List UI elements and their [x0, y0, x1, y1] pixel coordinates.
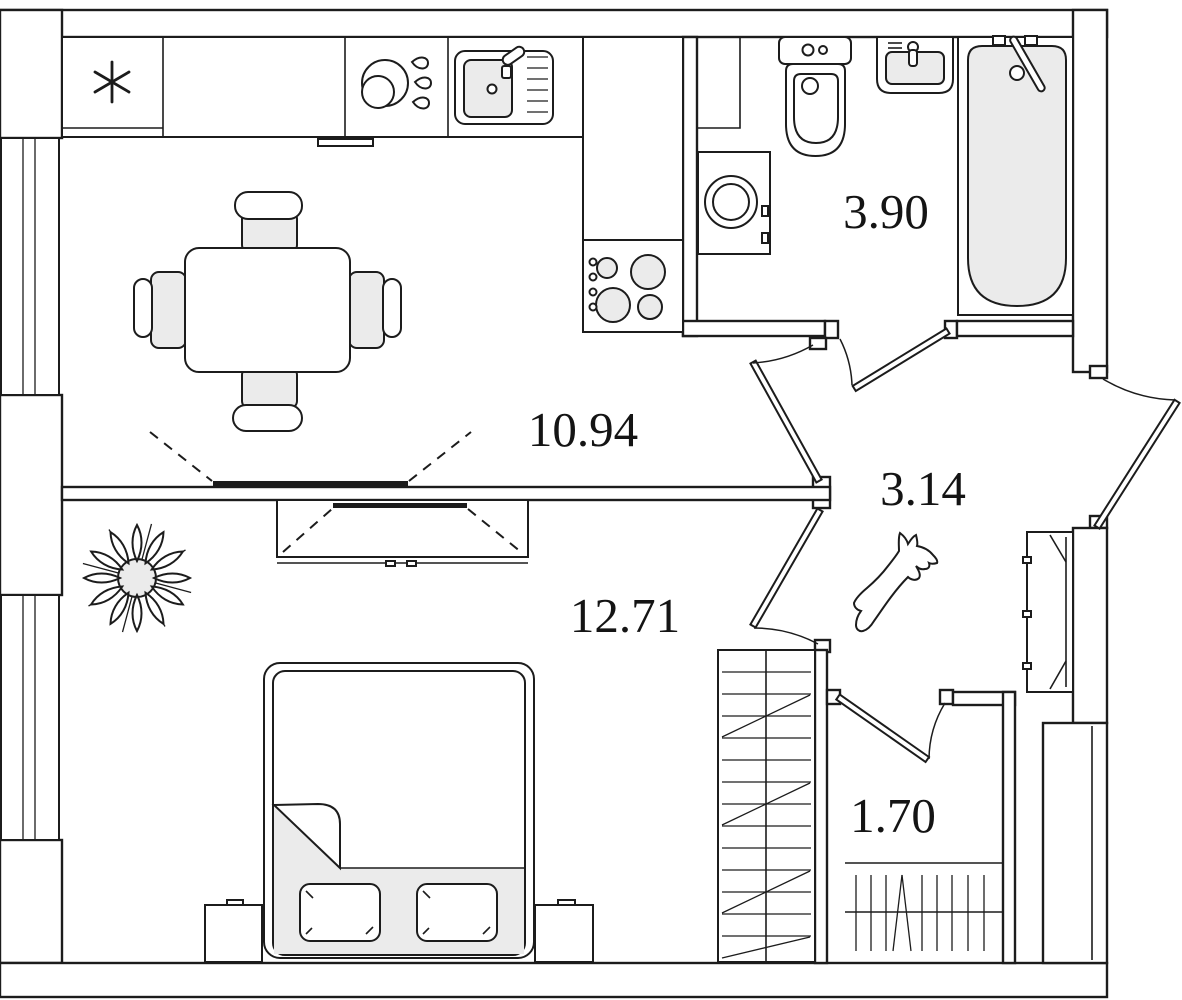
window-icon	[0, 137, 60, 396]
nightstand-icon	[534, 899, 594, 963]
wall-left-lower	[0, 838, 64, 965]
wall-bathroom-south-right	[955, 319, 1075, 338]
chair-icon	[232, 367, 303, 432]
area-label-bedroom: 12.71	[570, 588, 680, 643]
closet-door	[834, 693, 946, 764]
stove-icon	[582, 239, 684, 333]
kitchen-sink-icon	[454, 45, 554, 125]
wash-basin-icon	[876, 36, 954, 94]
entrance-door	[1093, 378, 1181, 530]
wall-bedroom-hallway	[813, 648, 829, 965]
toilet-icon	[778, 36, 852, 158]
fridge-asterisk-icon	[93, 60, 131, 104]
area-label-closet: 1.70	[850, 788, 936, 843]
wall-kitchen-bedroom	[60, 485, 832, 502]
closet-rail-icon	[845, 862, 1003, 952]
tv-icon	[149, 431, 472, 486]
shower-wand-icon	[1009, 35, 1046, 93]
bedroom-door	[749, 507, 824, 645]
hallway-cabinet-icon	[1022, 531, 1074, 693]
blanket-fold	[271, 802, 341, 871]
bathtub-icon	[957, 35, 1074, 316]
wall-right-pier	[1071, 526, 1109, 725]
plant-icon	[81, 522, 193, 634]
tv-icon	[333, 503, 467, 508]
window-icon	[0, 594, 60, 841]
dining-set	[133, 191, 402, 432]
kitchen-door	[749, 344, 823, 484]
chair-icon	[348, 271, 402, 349]
area-label-bathroom: 3.90	[843, 184, 929, 239]
dining-table-icon	[184, 247, 351, 373]
wall-bathroom-south-left	[681, 319, 827, 338]
wardrobe-shelves-icon	[717, 649, 816, 963]
area-label-kitchen: 10.94	[528, 402, 638, 457]
wall-left-upper	[0, 8, 64, 140]
pillow-icon	[416, 883, 498, 942]
wall-right-upper	[1071, 8, 1109, 374]
counter-handle	[317, 138, 374, 147]
washing-machine-icon	[697, 151, 771, 255]
counter-column	[582, 36, 684, 241]
walls	[0, 8, 1109, 999]
chair-icon	[133, 271, 187, 349]
pillow-icon	[299, 883, 381, 942]
wall-left-pier	[0, 393, 64, 597]
bed-icon	[263, 662, 535, 959]
wall-closet-east	[1001, 690, 1017, 965]
bathroom-door-jamb-left	[823, 319, 840, 340]
nightstand-icon	[204, 899, 263, 963]
bathroom-duct	[697, 37, 741, 129]
wall-kitchen-bathroom	[681, 35, 699, 338]
wall-right-lower-block	[1041, 721, 1109, 965]
kitchen-door-jamb-top	[808, 336, 828, 351]
wall-bottom	[0, 961, 1109, 999]
dish-rack-icon	[361, 56, 433, 110]
wall-top	[0, 8, 1109, 39]
chair-icon	[234, 191, 303, 253]
bathroom-door	[839, 327, 951, 393]
entrance-jamb-top	[1088, 364, 1109, 380]
tv-stand-icon	[276, 499, 529, 567]
area-label-hallway: 3.14	[880, 461, 966, 516]
closet-door-jamb-right	[938, 688, 955, 706]
dog-icon	[852, 531, 939, 633]
